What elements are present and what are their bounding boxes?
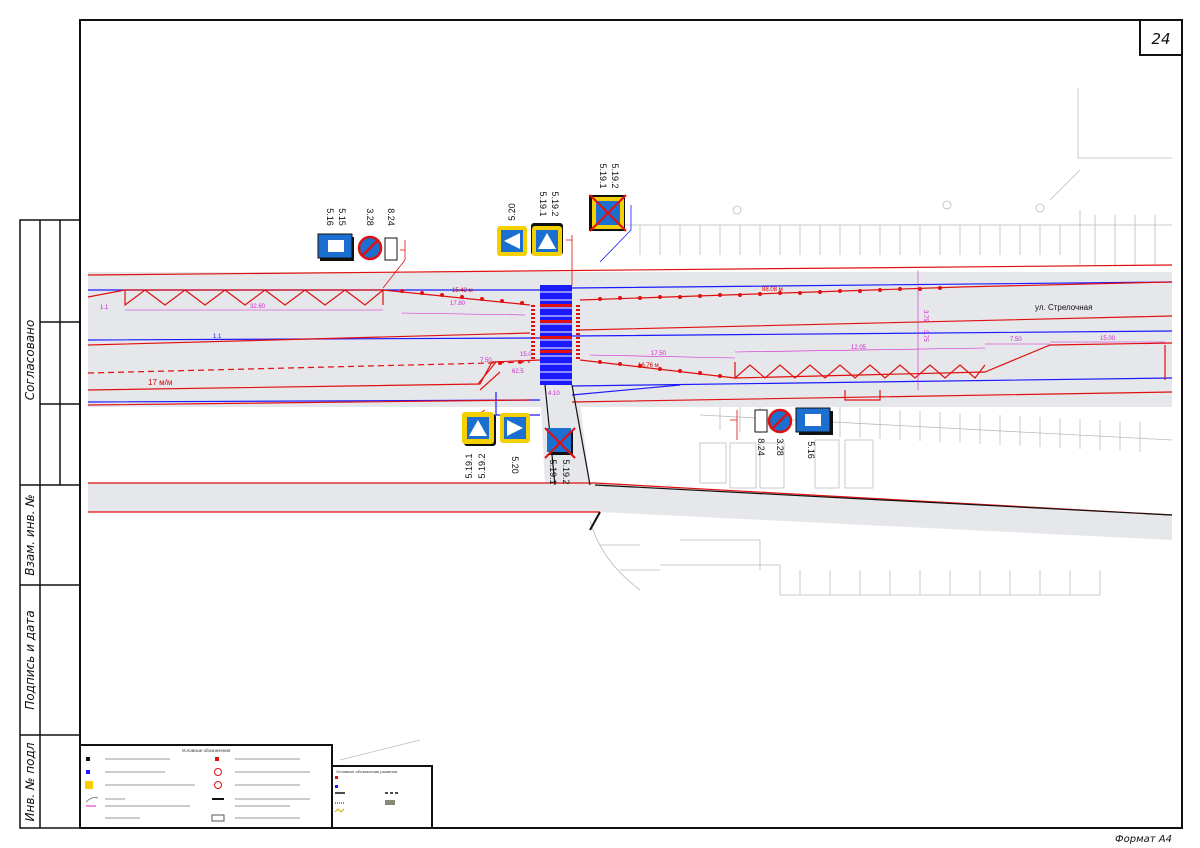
sign-no-parking-top (357, 235, 383, 261)
dimension-label: 7.50 (1010, 337, 1022, 343)
sign-code-label: 5.20 (510, 456, 520, 474)
stamp-signature-date-label: Подпись и дата (23, 610, 37, 709)
street-name-label: ул. Стрелочная (1035, 303, 1092, 312)
drawing-frame (79, 19, 1183, 829)
sign-code-label: 5.16 (806, 441, 816, 459)
sign-code-label: 8.24 (756, 438, 766, 456)
sign-bus-stop-top (317, 233, 354, 261)
sign-code-label: 5.20 (507, 203, 517, 221)
dimension-label: 7.50 (480, 358, 492, 364)
dimension-label: 62.5 (512, 369, 524, 375)
stamp-original-inv-label: Инв. № подл (23, 742, 37, 821)
dimension-label: 1.1 (213, 334, 222, 340)
sign-code-label: 5.19.2 (610, 163, 620, 188)
side-stamp (19, 219, 81, 829)
dimension-label: 17.80 (450, 301, 466, 307)
dimension-label: 32.60 (250, 304, 266, 310)
dimension-label: 15.0 (520, 352, 532, 358)
dimension-label: 4.10 (548, 391, 560, 397)
sign-code-label: 8.24 (386, 208, 396, 226)
sign-code-label: 5.19.1 (598, 163, 608, 188)
stamp-replacement-inv-label: Взам. инв. № (23, 494, 37, 575)
dimension-label: 3.75 (922, 310, 928, 322)
dimension-label: 16.76 м (638, 363, 659, 369)
format-label: Формат А4 (1115, 834, 1172, 845)
speed-marking-label: 17 м/м (148, 378, 172, 387)
sign-lane-bottom (500, 413, 530, 443)
tow-truck-plate-bottom (754, 409, 768, 433)
sign-posts (382, 205, 738, 440)
sign-code-label: 5.16 (325, 208, 335, 226)
sign-code-label: 5.19.1 (538, 191, 548, 216)
legend-markings: Условные обозначения разметки (331, 765, 433, 829)
sign-code-label: 5.19.1 (464, 453, 474, 478)
dimension-label: 88.08 м (762, 287, 783, 293)
sign-code-label: 3.28 (365, 208, 375, 226)
tow-truck-plate-top (384, 237, 398, 261)
sign-code-label: 5.19.1 (548, 459, 558, 484)
page-number: 24 (1151, 30, 1170, 48)
dimension-lines (125, 270, 1165, 390)
dimension-label: 3.75 (922, 330, 928, 342)
sign-bus-stop-bottom (795, 407, 833, 435)
sign-code-label: 5.19.2 (561, 459, 571, 484)
road-main (88, 272, 1172, 540)
sign-code-label: 5.19.2 (550, 191, 560, 216)
sign-code-label: 3.28 (775, 438, 785, 456)
dimension-label: 1.1 (100, 305, 109, 311)
designed-lines (87, 264, 1173, 531)
legend-title: Условные обозначения (182, 748, 231, 753)
sign-no-parking-bottom (767, 408, 793, 434)
stamp-agreed-label: Согласовано (23, 320, 37, 401)
dimension-label: 15.00 (1100, 336, 1116, 342)
sign-code-label: 5.15 (337, 208, 347, 226)
sign-removed-crossing-bottom (544, 427, 576, 459)
legend-title: Условные обозначения разметки (336, 769, 397, 774)
dimension-label: 12.05 (851, 345, 867, 351)
sign-lane-top (497, 226, 527, 256)
page-number-box: 24 (1139, 19, 1183, 56)
pedestrian-crossing (531, 285, 580, 385)
sign-pedestrian-crossing-top (531, 223, 563, 256)
dimension-label: 15.42 м (452, 288, 473, 294)
dimension-label: 17.50 (651, 351, 667, 357)
sign-removed-crossing-top (589, 194, 627, 232)
sign-code-label: 5.19.2 (477, 453, 487, 478)
sign-pedestrian-crossing-bottom (462, 412, 496, 446)
edge-markers (400, 286, 942, 378)
legend-main: Условные обозначения (79, 744, 333, 829)
surroundings (339, 88, 1173, 761)
